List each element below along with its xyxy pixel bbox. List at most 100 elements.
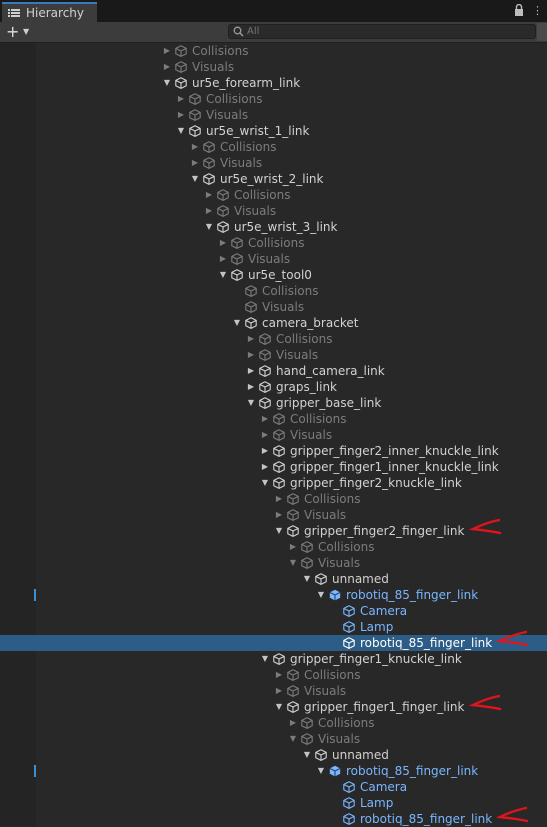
tree-row[interactable]: ▼ ur5e_tool0 [0,267,547,283]
tab-hierarchy[interactable]: Hierarchy [2,2,97,22]
tree-row[interactable]: ▶Collisions [0,667,547,683]
expand-arrow-icon[interactable]: ▶ [275,686,283,695]
create-button[interactable]: + [6,22,20,41]
expand-arrow-icon[interactable]: ▶ [205,206,213,215]
tree-row[interactable]: Collisions [0,283,547,299]
tree-row[interactable]: ▼ur5e_wrist_3_link [0,219,547,235]
tree-row[interactable]: ▶Visuals [0,427,547,443]
expand-arrow-icon[interactable]: ▶ [163,62,171,71]
gameobject-cube-icon [259,349,271,361]
tree-row[interactable]: ▶Visuals [0,507,547,523]
search-input[interactable] [247,25,527,38]
tree-row[interactable]: ▶graps_link [0,379,547,395]
tree-row[interactable]: Camera [0,779,547,795]
expand-arrow-icon[interactable]: ▶ [261,414,269,423]
tree-row[interactable]: ▼Visuals [0,731,547,747]
collapse-arrow-icon[interactable]: ▼ [303,574,311,583]
search-field[interactable] [228,24,536,39]
tree-row[interactable]: ▶Visuals [0,155,547,171]
expand-arrow-icon[interactable]: ▶ [289,542,297,551]
collapse-arrow-icon[interactable]: ▼ [303,750,311,759]
tree-row[interactable]: ▼gripper_base_link [0,395,547,411]
expand-arrow-icon[interactable]: ▶ [247,334,255,343]
expand-arrow-icon[interactable]: ▶ [177,94,185,103]
expand-arrow-icon[interactable]: ▶ [177,110,185,119]
collapse-arrow-icon[interactable]: ▼ [275,702,283,711]
tree-row[interactable]: ▶gripper_finger1_inner_knuckle_link [0,459,547,475]
expand-arrow-icon[interactable]: ▶ [247,382,255,391]
expand-arrow-icon[interactable]: ▶ [247,366,255,375]
tree-row[interactable]: ▼unnamed [0,571,547,587]
tree-row[interactable]: ▶Collisions [0,43,547,59]
expand-arrow-icon[interactable]: ▶ [219,254,227,263]
tree-row[interactable]: Camera [0,603,547,619]
tree-row[interactable]: ▼robotiq_85_finger_link [0,587,547,603]
collapse-arrow-icon[interactable]: ▼ [289,734,297,743]
collapse-arrow-icon[interactable]: ▼ [247,398,255,407]
tree-row[interactable]: ▼unnamed [0,747,547,763]
tree-row[interactable]: ▶Collisions [0,187,547,203]
collapse-arrow-icon[interactable]: ▼ [317,766,325,775]
collapse-arrow-icon[interactable]: ▼ [205,222,213,231]
tree-row[interactable]: ▶Visuals [0,107,547,123]
tree-row[interactable]: ▶Collisions [0,539,547,555]
tree-row[interactable]: ▶Collisions [0,91,547,107]
expand-arrow-icon[interactable]: ▶ [191,142,199,151]
collapse-arrow-icon[interactable]: ▼ [233,318,241,327]
collapse-arrow-icon[interactable]: ▼ [289,558,297,567]
expand-arrow-icon[interactable]: ▶ [261,430,269,439]
lock-icon[interactable] [514,4,524,16]
collapse-arrow-icon[interactable]: ▼ [219,270,227,279]
collapse-arrow-icon[interactable]: ▼ [191,174,199,183]
tree-row[interactable]: ▶hand_camera_link [0,363,547,379]
tree-row[interactable]: robotiq_85_finger_link [0,811,547,827]
expand-arrow-icon[interactable]: ▶ [191,158,199,167]
tree-row[interactable]: Lamp [0,795,547,811]
more-options-icon[interactable]: ⋮ [532,4,543,17]
collapse-arrow-icon[interactable]: ▼ [261,478,269,487]
tree-row[interactable]: ▶Visuals [0,347,547,363]
tree-row[interactable]: ▶Visuals [0,251,547,267]
tree-row[interactable]: Visuals [0,299,547,315]
tree-row[interactable]: ▶Collisions [0,235,547,251]
tree-row[interactable]: ▶Visuals [0,683,547,699]
tree-row[interactable]: ▼gripper_finger1_knuckle_link [0,651,547,667]
tree-row[interactable]: ▶Collisions [0,715,547,731]
tree-row[interactable]: ▶Collisions [0,411,547,427]
collapse-arrow-icon[interactable]: ▼ [177,126,185,135]
tree-row[interactable]: robotiq_85_finger_link [0,635,547,651]
tree-row[interactable]: ▶Collisions [0,139,547,155]
expand-arrow-icon[interactable]: ▶ [275,494,283,503]
tree-row[interactable]: ▶Collisions [0,491,547,507]
collapse-arrow-icon[interactable]: ▼ [275,526,283,535]
collapse-arrow-icon[interactable]: ▼ [163,78,171,87]
tree-row[interactable]: ▼ur5e_forearm_link [0,75,547,91]
expand-arrow-icon[interactable]: ▶ [289,718,297,727]
expand-arrow-icon[interactable]: ▶ [261,446,269,455]
collapse-arrow-icon[interactable]: ▼ [317,590,325,599]
tree-row[interactable]: ▶gripper_finger2_inner_knuckle_link [0,443,547,459]
expand-arrow-icon[interactable]: ▶ [261,462,269,471]
expand-arrow-icon[interactable]: ▶ [247,350,255,359]
expand-arrow-icon[interactable]: ▶ [163,46,171,55]
tree-row[interactable]: ▼Visuals [0,555,547,571]
tree-row[interactable]: ▼ur5e_wrist_1_link [0,123,547,139]
expand-arrow-icon[interactable]: ▶ [275,670,283,679]
tree-row[interactable]: ▼gripper_finger2_knuckle_link [0,475,547,491]
expand-arrow-icon[interactable]: ▶ [275,510,283,519]
tree-row[interactable]: ▶Visuals [0,203,547,219]
tree-row[interactable]: Lamp [0,619,547,635]
tree-row[interactable]: ▼gripper_finger2_finger_link [0,523,547,539]
create-dropdown-icon[interactable]: ▼ [23,27,30,36]
tree-row-label: ur5e_tool0 [248,268,312,282]
collapse-arrow-icon[interactable]: ▼ [261,654,269,663]
expand-arrow-icon[interactable]: ▶ [205,190,213,199]
tree-row[interactable]: ▼ur5e_wrist_2_link [0,171,547,187]
tree-row[interactable]: ▼camera_bracket [0,315,547,331]
tree-row[interactable]: ▼gripper_finger1_finger_link [0,699,547,715]
expand-arrow-icon[interactable]: ▶ [219,238,227,247]
tree-row[interactable]: ▶Collisions [0,331,547,347]
tree-row[interactable]: ▶Visuals [0,59,547,75]
scene-filter-icon[interactable] [537,23,547,41]
tree-row[interactable]: ▼robotiq_85_finger_link [0,763,547,779]
